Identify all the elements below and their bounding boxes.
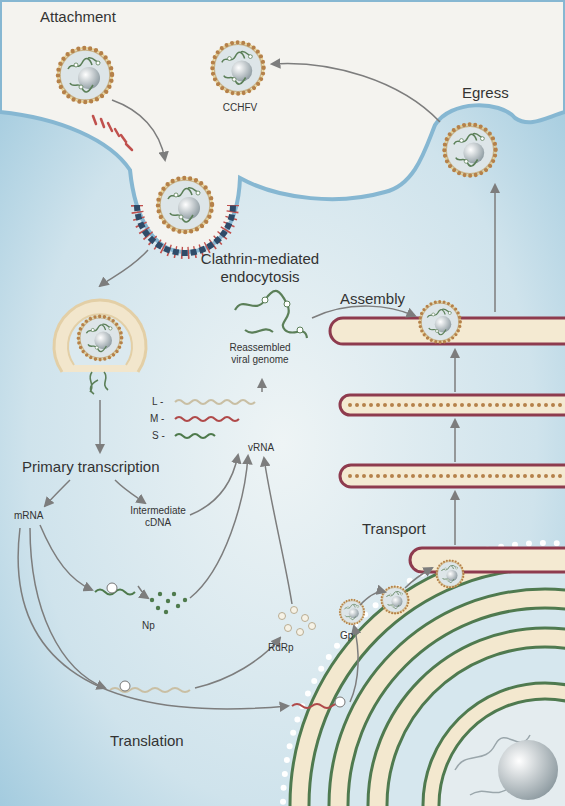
receptors	[93, 116, 132, 150]
component-label: vRNA	[248, 442, 274, 454]
plasma-membrane	[0, 0, 565, 252]
endosome	[54, 300, 146, 394]
virion-pit	[158, 178, 212, 232]
er-nucleus	[283, 543, 565, 806]
component-label: M -	[150, 413, 164, 425]
stage-label: Primary transcription	[22, 458, 160, 476]
transport-vesicle	[382, 587, 409, 614]
stage-label: Translation	[110, 732, 184, 750]
virion-released	[212, 42, 263, 93]
stage-label: Assembly	[340, 290, 405, 308]
stage-label: Transport	[362, 520, 426, 538]
golgi-stack	[330, 302, 565, 588]
rdrp-molecules	[279, 607, 316, 636]
virion-egress	[444, 124, 495, 175]
component-label: CCHFV	[215, 102, 265, 114]
component-label: S -	[152, 430, 165, 442]
component-label: Reassembled viral genome	[222, 342, 298, 366]
component-label: Intermediate cDNA	[118, 505, 198, 529]
vrna-l	[175, 400, 255, 404]
stage-label: Egress	[462, 84, 509, 102]
np-molecules	[150, 592, 187, 614]
component-label: Gp	[340, 630, 353, 642]
stage-label: Clathrin-mediated endocytosis	[190, 250, 330, 286]
component-label: RdRp	[268, 642, 294, 654]
translation-strands	[95, 583, 345, 708]
component-label: L -	[152, 396, 163, 408]
process-arrows	[18, 63, 495, 708]
reassembled-genome	[235, 291, 307, 338]
component-label: Np	[142, 620, 155, 632]
vrna-s	[175, 434, 215, 438]
virion-attachment	[58, 48, 112, 102]
vrna-m	[175, 417, 239, 421]
component-label: mRNA	[14, 510, 43, 522]
stage-label: Attachment	[40, 8, 116, 26]
